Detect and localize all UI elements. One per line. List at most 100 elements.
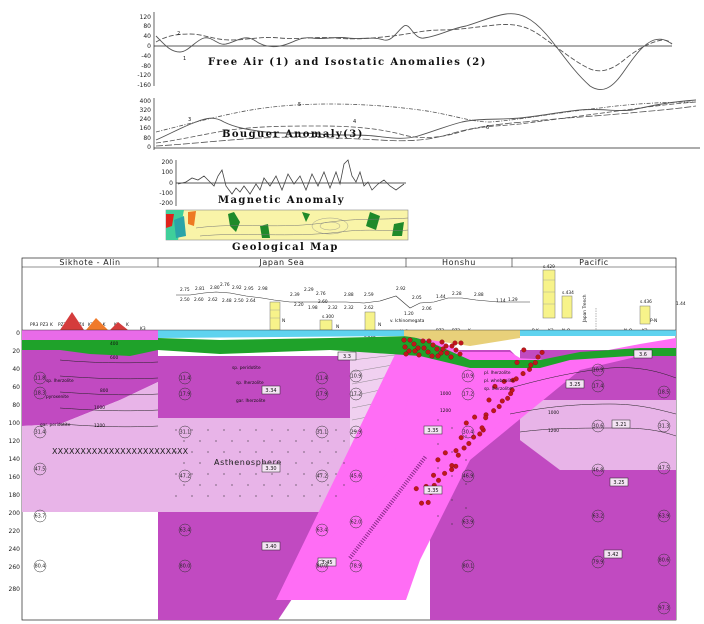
tick-label: 160 [140,125,152,132]
slab-dot [465,507,467,509]
pressure-circles: 11.818.331.447.563.780.411.417.931.147.2… [33,363,671,615]
asthenosphere-dot [231,462,233,464]
unit-label: PR3 [30,322,39,328]
density-box [611,419,631,429]
asthenosphere-dot [287,451,289,453]
pressure-circle [33,462,47,476]
layer-label: pl. lherzolite [484,370,511,376]
pressure-value: 80.1 [463,564,474,570]
density-box [261,385,281,395]
asthenosphere-dot [191,473,193,475]
pressure-circle [461,515,475,529]
curve-label: 4 [353,119,356,125]
slab-dot [451,427,453,429]
asthenosphere-dot [255,451,257,453]
tick-label: 40 [143,33,151,40]
pressure-value: 17.2 [463,392,474,398]
asthenosphere-dot [183,484,185,486]
tick-label: 120 [140,14,152,21]
free-air-panel: 120 80 40 0 -40 -80 -120 -160 2 1 Free A… [137,12,673,90]
pressure-circle [33,509,47,523]
heat-flow-value: 2.62 [208,297,218,303]
asthenosphere-dot [271,495,273,497]
pressure-circle [349,469,363,483]
pressure-circle [591,463,605,477]
depth-tick: 220 [9,528,21,535]
curve-label: 6 [486,125,489,131]
asthenosphere-dot [335,473,337,475]
density-value: 3.21 [615,422,626,428]
heat-flow-value: 2.48 [222,298,232,304]
heat-flow-value: 2.76 [220,282,230,288]
unit-label: N [282,318,285,324]
asthenosphere-dot [303,451,305,453]
heat-flow-value: 2.92 [232,285,242,291]
density-value: 3.35 [427,428,438,434]
pressure-value: 18.3 [35,391,46,397]
tick-label: -160 [137,82,151,89]
pressure-value: 63.4 [317,528,328,534]
hypocenter-dot [509,387,515,393]
depth-tick: 280 [9,586,21,593]
asthenosphere-dot [303,429,305,431]
density-box [603,549,623,559]
asthenosphere-dot [287,473,289,475]
pressure-value: 47.2 [317,474,328,480]
hypocenter-dot [453,448,459,454]
layer-label: gar. lherzolite [236,398,266,404]
hypocenter-dot [420,338,426,344]
asthenosphere-dot [343,440,345,442]
density-box [609,477,629,487]
hypocenter-dot [452,340,458,346]
heat-flow-value: 2.88 [344,292,354,298]
slab-dot [437,419,439,421]
tick-label: 80 [143,23,151,30]
crust-green-layer [22,336,676,368]
asthenosphere-dot [343,462,345,464]
asthenosphere-dot [239,429,241,431]
asthenosphere-dot [199,462,201,464]
isotherm-label: 1200 [548,428,559,434]
isotherm-label: 800 [100,388,108,394]
hypocenter-dot [435,353,441,359]
asthenosphere-zone [158,418,350,512]
hypocenter-dot [425,349,431,355]
depth-tick: 100 [9,420,21,427]
pressure-circle [657,553,671,567]
heat-flow-value: 2.60 [318,299,328,305]
pressure-circle [178,559,192,573]
asthenosphere-dot [255,429,257,431]
hypocenter-dot [426,338,432,344]
bouguer-axis-ticks: 400 320 240 160 80 0 [140,98,152,151]
asthenosphere-dot [303,473,305,475]
slab-dot [451,451,453,453]
hypocenter-dot [491,408,497,414]
hypocenter-dot [403,351,409,357]
asthenosphere-dot [271,473,273,475]
asthenosphere-dot [295,462,297,464]
pressure-circle [178,469,192,483]
asthenosphere-dot [191,451,193,453]
asthenosphere-dot [239,451,241,453]
bouguer-curve-3 [155,99,697,141]
asthenosphere-dot [303,495,305,497]
pressure-circle [591,555,605,569]
asthenosphere-dot [247,484,249,486]
isotherm-label: 1000 [94,405,105,411]
hypocenter-dot [539,349,545,355]
pressure-circle [591,509,605,523]
hypocenter-dot [401,337,407,343]
pressure-circle [591,379,605,393]
asthenosphere-dot [327,484,329,486]
asthenosphere-dot [279,440,281,442]
asthenosphere-dot [247,440,249,442]
pressure-circle [315,469,329,483]
magnetic-panel-title: Magnetic Anomaly [218,195,345,206]
depth-tick: 80 [12,402,20,409]
density-box [337,351,357,361]
depth-axis: 0 20 40 60 80 100 120 140 160 180 200 22… [9,330,21,593]
heat-flow-value: 2.88 [474,292,484,298]
pressure-circle [657,601,671,615]
pressure-value: 80.0 [317,564,328,570]
pressure-circle [349,387,363,401]
